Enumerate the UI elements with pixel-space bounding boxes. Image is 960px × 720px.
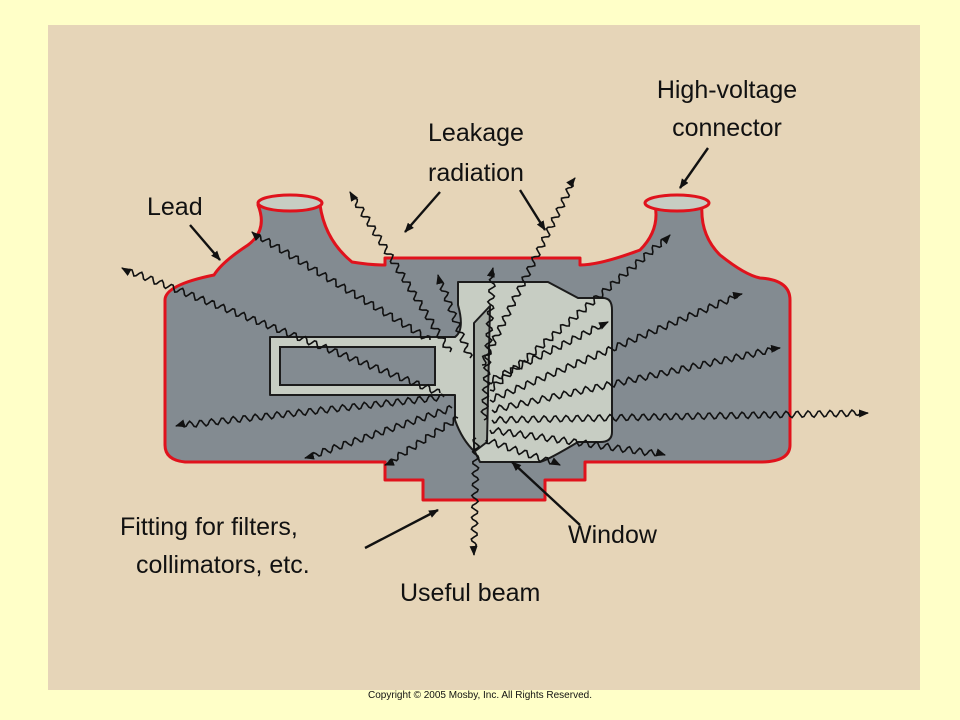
label-leakage-line1: Leakage — [428, 119, 524, 147]
label-window: Window — [568, 521, 658, 549]
ray-right-lower — [489, 426, 666, 457]
ray-leakage-right — [481, 177, 576, 366]
pointer-lead — [189, 224, 221, 261]
ray-left-inner — [436, 274, 473, 359]
ray-left-lower — [304, 404, 453, 460]
right-port-opening — [643, 193, 711, 213]
label-useful-beam: Useful beam — [400, 579, 540, 607]
label-leakage-line2: radiation — [428, 159, 524, 187]
glass-envelope — [269, 281, 613, 463]
cathode-cup — [279, 346, 436, 386]
ray-up-center — [480, 267, 496, 421]
label-fitting-line2: collimators, etc. — [136, 551, 310, 579]
pointer-window — [511, 461, 581, 526]
label-fitting-line1: Fitting for filters, — [120, 513, 298, 541]
label-lead: Lead — [147, 193, 203, 221]
pointer-arrows — [189, 147, 709, 550]
ray-right-upper — [489, 291, 743, 403]
ray-right-mid — [491, 344, 781, 414]
ray-window-exit — [485, 438, 561, 466]
left-port-opening — [256, 193, 324, 213]
label-high-voltage-line1: High-voltage — [657, 76, 797, 104]
ray-left-upper — [121, 267, 441, 395]
ray-right-upper-inner — [487, 321, 609, 385]
pointer-fitting — [364, 508, 439, 550]
copyright-notice: Copyright © 2005 Mosby, Inc. All Rights … — [368, 690, 592, 701]
ray-useful-beam — [469, 437, 481, 556]
label-high-voltage-line2: connector — [672, 114, 782, 142]
radiation-rays — [121, 177, 869, 556]
pointer-high-voltage — [679, 147, 709, 189]
pointer-leakage-right — [518, 189, 547, 231]
ray-leakage-left — [349, 191, 453, 353]
ray-right-horizontal — [491, 409, 869, 424]
ray-left-bottom — [384, 415, 459, 466]
ray-left-horizontal — [175, 393, 445, 428]
ray-to-right-port — [489, 234, 671, 392]
pointer-leakage-left — [404, 191, 441, 233]
ray-to-left-port — [251, 231, 431, 341]
anode-target — [473, 305, 491, 453]
